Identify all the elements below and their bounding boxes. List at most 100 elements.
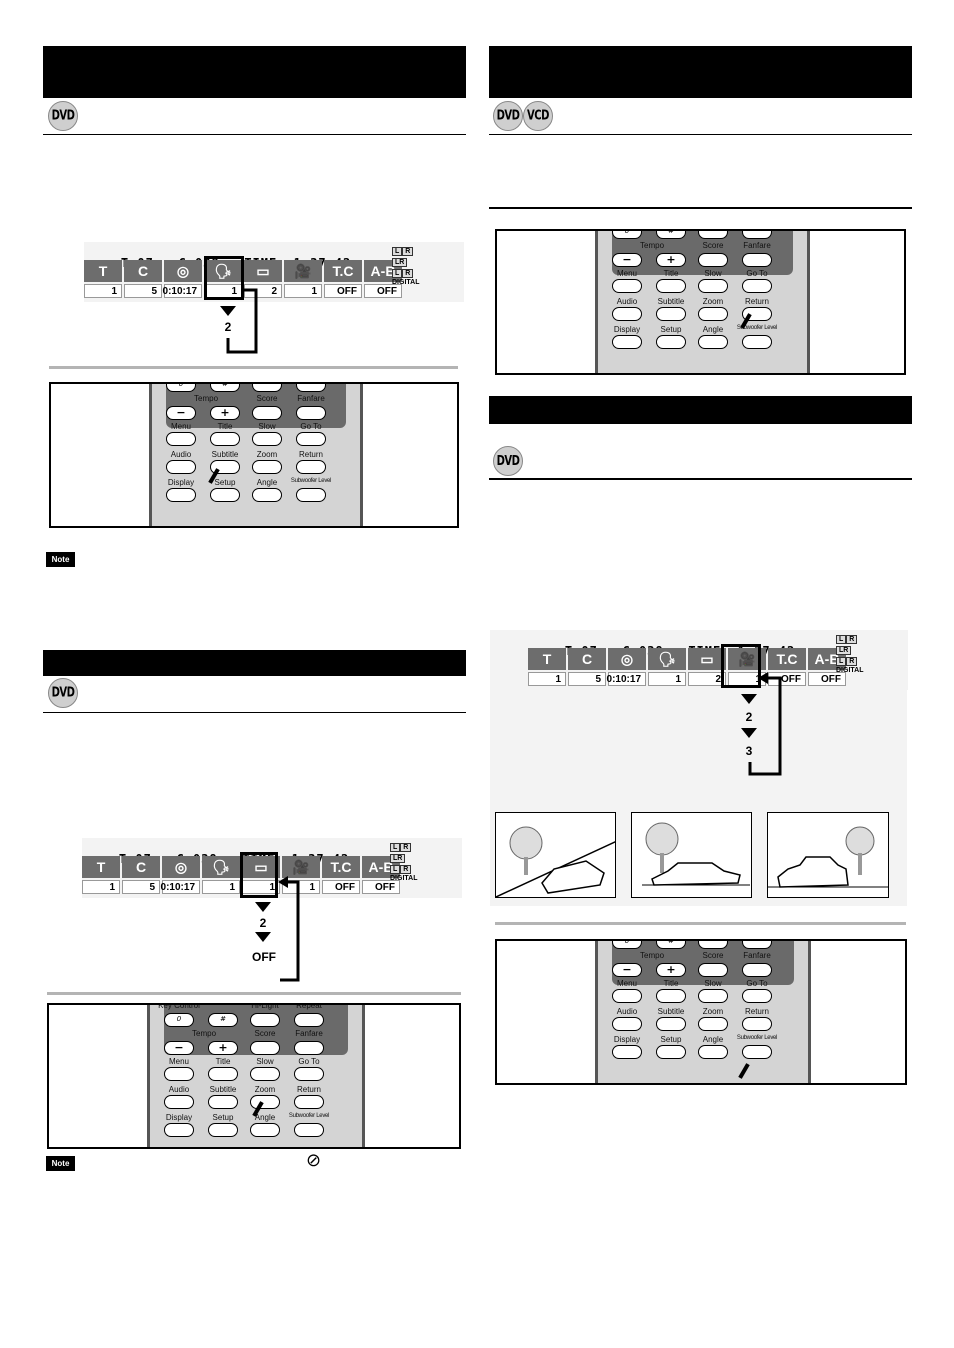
return-label: Return: [744, 1007, 769, 1016]
subtitle-button[interactable]: [208, 1095, 238, 1109]
tempo-plus-button[interactable]: +: [208, 1041, 238, 1055]
tempo-minus-button[interactable]: −: [164, 1041, 194, 1055]
key-control-button[interactable]: 0: [166, 384, 196, 392]
angle-button[interactable]: [250, 1123, 280, 1137]
slow-button[interactable]: [698, 989, 728, 1003]
return-button[interactable]: [294, 1095, 324, 1109]
subwoofer-level-button[interactable]: [742, 335, 772, 349]
score-button[interactable]: [698, 963, 728, 977]
hi-light-button[interactable]: [698, 941, 728, 949]
menu-label: Menu: [168, 1057, 189, 1066]
return-button[interactable]: [742, 1017, 772, 1031]
fanfare-button[interactable]: [742, 963, 772, 977]
go-to-button[interactable]: [742, 989, 772, 1003]
angle-label: Angle: [702, 1035, 724, 1044]
setup-button[interactable]: [208, 1123, 238, 1137]
fanfare-button[interactable]: [742, 253, 772, 267]
title-label: Title: [215, 1057, 231, 1066]
key-control-button[interactable]: 0: [612, 231, 642, 239]
setup-label: Setup: [660, 325, 682, 334]
slow-button[interactable]: [250, 1067, 280, 1081]
hi-light-button[interactable]: [252, 384, 282, 392]
menu-button[interactable]: [166, 432, 196, 446]
fanfare-button[interactable]: [296, 406, 326, 420]
repeat-button[interactable]: [294, 1013, 324, 1027]
osd-value: 1: [82, 880, 120, 894]
tempo-plus-button[interactable]: +: [656, 963, 686, 977]
step-label: 2: [224, 320, 232, 334]
display-button[interactable]: [166, 488, 196, 502]
audio-button[interactable]: [612, 1017, 642, 1031]
tempo-minus-button[interactable]: −: [166, 406, 196, 420]
return-button[interactable]: [296, 460, 326, 474]
go-to-button[interactable]: [294, 1067, 324, 1081]
go-to-button[interactable]: [296, 432, 326, 446]
chapter-icon: C: [124, 260, 162, 282]
key-control-button[interactable]: 0: [164, 1013, 194, 1027]
subwoofer-level-label: Subwoofer Level: [736, 325, 778, 331]
go-to-label: Go To: [298, 1057, 320, 1066]
menu-button[interactable]: [612, 279, 642, 293]
score-button[interactable]: [698, 253, 728, 267]
zoom-button[interactable]: [698, 307, 728, 321]
audio-button[interactable]: [612, 307, 642, 321]
subtitle-button[interactable]: [656, 307, 686, 321]
title-button[interactable]: [208, 1067, 238, 1081]
tempo-label: Tempo: [194, 394, 219, 403]
sharp-button[interactable]: #: [656, 231, 686, 239]
angle-button[interactable]: [252, 488, 282, 502]
display-button[interactable]: [612, 1045, 642, 1059]
sharp-button[interactable]: #: [210, 384, 240, 392]
menu-button[interactable]: [164, 1067, 194, 1081]
menu-label: Menu: [170, 422, 191, 431]
slow-button[interactable]: [698, 279, 728, 293]
subwoofer-level-button[interactable]: [742, 1045, 772, 1059]
tempo-minus-button[interactable]: −: [612, 963, 642, 977]
title-button[interactable]: [210, 432, 240, 446]
subwoofer-level-button[interactable]: [296, 488, 326, 502]
subwoofer-level-button[interactable]: [294, 1123, 324, 1137]
title-button[interactable]: [656, 989, 686, 1003]
subtitle-button[interactable]: [656, 1017, 686, 1031]
display-label: Display: [613, 1035, 641, 1044]
zoom-button[interactable]: [252, 460, 282, 474]
zoom-button[interactable]: [250, 1095, 280, 1109]
setup-button[interactable]: [656, 335, 686, 349]
setup-button[interactable]: [656, 1045, 686, 1059]
display-button[interactable]: [612, 335, 642, 349]
fanfare-button[interactable]: [294, 1041, 324, 1055]
key-control-button[interactable]: 0: [612, 941, 642, 949]
repeat-button[interactable]: [742, 941, 772, 949]
zoom-button[interactable]: [698, 1017, 728, 1031]
tempo-plus-button[interactable]: +: [656, 253, 686, 267]
sharp-button[interactable]: #: [208, 1013, 238, 1027]
step-label: 2: [745, 710, 753, 724]
hi-light-button[interactable]: [250, 1013, 280, 1027]
repeat-label: Repeat: [296, 1005, 322, 1010]
angle-button[interactable]: [698, 1045, 728, 1059]
osd-value: 5: [568, 672, 606, 686]
sharp-button[interactable]: #: [656, 941, 686, 949]
repeat-button[interactable]: [742, 231, 772, 239]
audio-button[interactable]: [164, 1095, 194, 1109]
tempo-plus-button[interactable]: +: [210, 406, 240, 420]
audio-icon: 🗣: [202, 856, 240, 878]
angle-button[interactable]: [698, 335, 728, 349]
hi-light-button[interactable]: [698, 231, 728, 239]
tempo-minus-button[interactable]: −: [612, 253, 642, 267]
score-button[interactable]: [250, 1041, 280, 1055]
slow-button[interactable]: [252, 432, 282, 446]
repeat-button[interactable]: [296, 384, 326, 392]
setup-button[interactable]: [210, 488, 240, 502]
menu-button[interactable]: [612, 989, 642, 1003]
go-to-button[interactable]: [742, 279, 772, 293]
slow-label: Slow: [704, 269, 722, 278]
display-button[interactable]: [164, 1123, 194, 1137]
score-button[interactable]: [252, 406, 282, 420]
audio-button[interactable]: [166, 460, 196, 474]
title-button[interactable]: [656, 279, 686, 293]
osd-value: OFF: [808, 672, 846, 686]
osd-value: OFF: [362, 880, 400, 894]
